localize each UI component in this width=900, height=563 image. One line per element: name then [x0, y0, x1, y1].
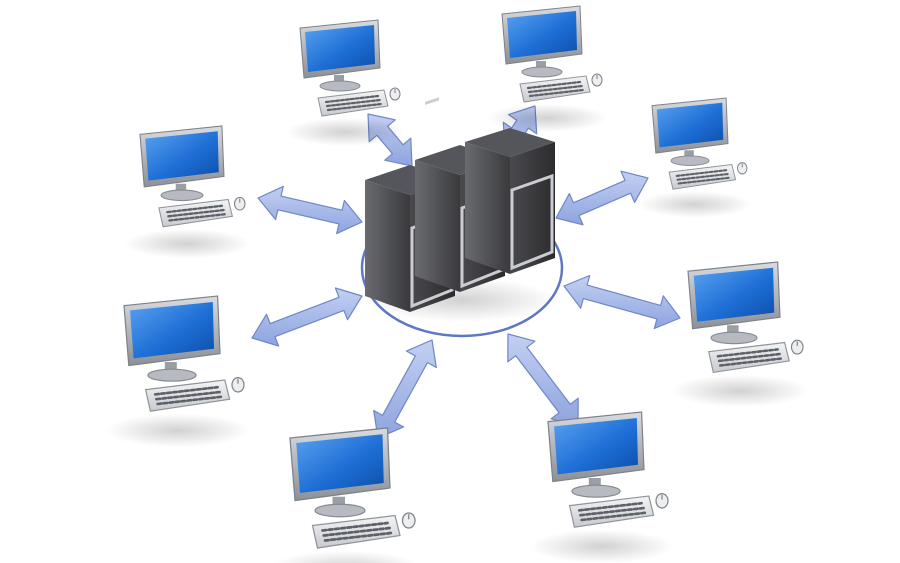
- arrow-left-lower: [251, 287, 363, 347]
- workstation-bottom-left: [269, 426, 423, 563]
- server-tower-right: [465, 128, 555, 274]
- workstation-left-lower: [104, 294, 252, 449]
- workstation-right-upper: [636, 96, 753, 219]
- workstation-top-right: [485, 4, 609, 134]
- arrow-right-upper: [555, 170, 649, 226]
- arrow-bottom-right: [507, 333, 579, 427]
- arrow-left-upper: [257, 185, 363, 235]
- workstation-left-upper: [123, 124, 252, 260]
- workstation-right-lower: [669, 260, 811, 409]
- workstation-bottom-right: [528, 410, 676, 563]
- arrow-bottom-left: [373, 339, 437, 439]
- workstation-top-left: [283, 18, 407, 148]
- arrow-right-lower: [563, 274, 681, 330]
- server-cluster: [365, 97, 555, 312]
